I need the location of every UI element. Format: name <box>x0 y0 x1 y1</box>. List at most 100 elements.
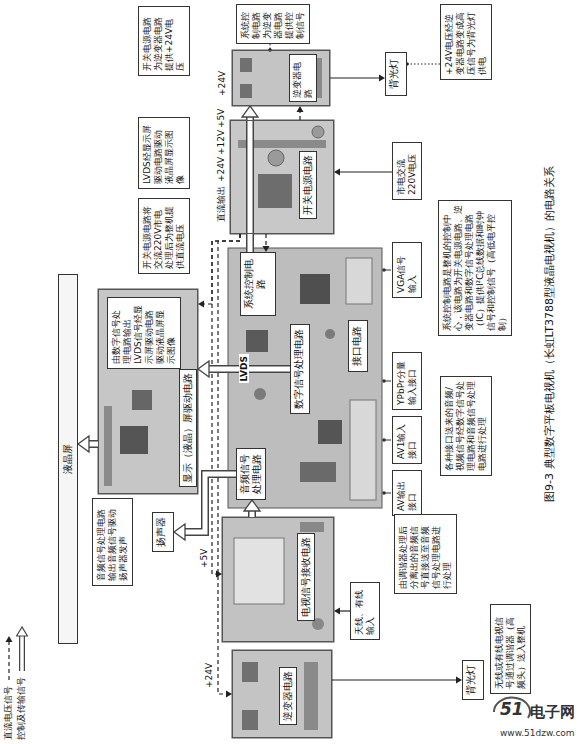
circuit-block: 音频信号处理电路 <box>236 448 266 500</box>
leader-path <box>407 64 440 65</box>
leader-dot <box>382 438 386 442</box>
arrow-head <box>334 608 340 615</box>
inverter-board <box>232 650 332 738</box>
chip <box>120 426 148 454</box>
legend-hollow-sample <box>16 625 28 673</box>
main-board <box>228 248 382 508</box>
connector-line <box>332 677 462 684</box>
transformer <box>240 84 252 98</box>
input-box: AV1输入接口 <box>392 416 422 464</box>
callout-note: 开关电源电路为逆变器电路提供+24V电压 <box>138 6 190 76</box>
inverter-board: 逆变器电路 <box>232 50 330 106</box>
arrow-head <box>244 500 260 511</box>
node-text: 开关电源电路为逆变器电路提供+24V电压 <box>142 11 186 71</box>
transformer <box>304 662 318 730</box>
power-board: 开关电源电路 <box>230 120 334 234</box>
legend-text: 直流电压信号 <box>3 686 14 740</box>
callout-note: 由调谐器处理后分离出的音频信号直接送至音频信号处理电路进行处理 <box>394 514 457 594</box>
voltage-label: +12V <box>216 130 227 155</box>
node-text: 系统控制电路是整机的控制中心，该电路为开关电源电路、逆变器电路和数字信号处理电路… <box>442 205 508 331</box>
voltage-label: 直流输出 <box>216 186 227 222</box>
edge-label: LVDS <box>239 354 250 383</box>
connector <box>350 400 376 500</box>
board-label: 开关电源电路 <box>299 151 317 219</box>
node-text: 市电交流220V电压 <box>396 147 418 195</box>
leader-dot <box>382 379 386 383</box>
node-text: 天线、有线输入 <box>354 587 376 635</box>
node-text: VGA信号输入 <box>396 247 418 293</box>
circuit-block: 接口电路 <box>348 320 368 372</box>
node-text: 音频信号处理电路 <box>239 452 263 496</box>
callout-note: 系统控制电路为逆变器电路提供控制信号 <box>236 4 310 44</box>
callout-note: 开关电源电路将交流220V市电处理后为整机提供直流电压 <box>138 198 190 274</box>
circuit-block: 数字信号处理电路 <box>290 324 310 414</box>
arrow-head <box>78 436 89 452</box>
board-label: 电视信号接收电路 <box>297 533 315 621</box>
voltage-label: +24V <box>217 71 228 96</box>
node-text: AV输出接口 <box>396 475 418 511</box>
input-box: 市电交流220V电压 <box>392 142 422 200</box>
legend-row: 控制及传输信号 <box>15 625 28 740</box>
dc-voltage-line <box>198 234 240 308</box>
circuit-block: 系统控制电路 <box>240 252 276 316</box>
node-text: 无线或有线电视信号通过调谐器（高频头）送入整机 <box>494 609 527 689</box>
legend-dashed-sample <box>3 634 15 682</box>
figure-caption: 图9-3 典型数字平板电视机（长虹LT3788型液晶电视机）的电路关系 <box>543 74 557 594</box>
watermark-text: 51 <box>500 699 524 719</box>
voltage-label: +24V <box>204 663 215 688</box>
legend-row: 直流电压信号 <box>2 625 15 740</box>
tuner-board: 电视信号接收电路 <box>222 517 334 642</box>
arrow-head <box>198 361 209 377</box>
connector <box>104 406 112 486</box>
tuner-board <box>222 517 334 642</box>
callout-note: 无线或有线电视信号通过调谐器（高频头）送入整机 <box>490 604 531 694</box>
arrow-head <box>174 524 185 540</box>
voltage-label: +24V <box>216 157 227 182</box>
watermark-text: www.51dzw.com <box>500 728 575 739</box>
chip <box>300 462 336 482</box>
dc-voltage-line <box>212 234 240 578</box>
callout-note: LVDS经显示屏驱动电路驱动液晶屏显示图像 <box>138 117 190 189</box>
transformer <box>242 710 258 730</box>
node-text: 扬声器 <box>155 516 167 548</box>
line-path <box>212 234 240 574</box>
node-text: +24V电压经逆变器电路变成高压信号为背光灯供电 <box>444 9 488 75</box>
legend: 直流电压信号控制及传输信号 <box>2 625 28 740</box>
watermark-text: 电子网 <box>530 703 575 721</box>
input-box: 天线、有线输入 <box>350 582 380 640</box>
node-text: LVDS经显示屏驱动电路驱动液晶屏显示图像 <box>142 122 186 184</box>
callout-note: 各种接口送来的音频/视频信号经数字信号处理电路和音频信号处理电路进行处理 <box>440 376 492 476</box>
arrow-head <box>334 169 340 176</box>
callout-note: +24V电压经逆变器电路变成高压信号为背光灯供电 <box>440 4 492 80</box>
lcd-panel: 液晶屏 <box>58 274 78 644</box>
signal-arrow <box>242 106 258 252</box>
node-text: 开关电源电路将交流220V市电处理后为整机提供直流电压 <box>142 203 186 269</box>
input-box: YPbPr分量输入接口 <box>392 352 422 410</box>
node-text: 由调谐器处理后分离出的音频信号直接送至音频信号处理电路进行处理 <box>398 519 453 589</box>
node-text: 由数字信号处理电路输出LVDS信号经显示屏驱动电路驱动液晶屏显示图像 <box>111 302 177 364</box>
node-text: 背光灯 <box>388 56 400 92</box>
node-text: 数字信号处理电路 <box>293 328 305 410</box>
arrow-head <box>198 301 204 308</box>
chip <box>300 274 330 304</box>
legend-line <box>19 636 25 671</box>
node-text: AV1输入接口 <box>396 421 418 459</box>
backlight-box: 背光灯 <box>462 660 484 700</box>
capacitor <box>254 388 266 400</box>
line-path <box>265 234 266 247</box>
chip <box>246 330 268 352</box>
arrow-core <box>248 116 253 252</box>
dc-voltage-line <box>297 106 304 120</box>
node-text: 背光灯 <box>465 664 477 696</box>
inverter-board: 逆变器电路 <box>232 650 332 738</box>
leader-line <box>405 62 440 66</box>
driver-board: 由数字信号处理电路输出LVDS信号经显示屏驱动电路驱动液晶屏显示图像显示（液晶）… <box>98 289 198 494</box>
callout-note: 由数字信号处理电路输出LVDS信号经显示屏驱动电路驱动液晶屏显示图像 <box>107 297 181 369</box>
line-path <box>332 679 457 680</box>
input-box: VGA信号输入 <box>392 242 422 298</box>
driver-board <box>98 289 198 494</box>
node-text: 系统控制电路 <box>243 256 267 312</box>
arrow-head <box>297 106 304 112</box>
connector <box>300 522 324 532</box>
